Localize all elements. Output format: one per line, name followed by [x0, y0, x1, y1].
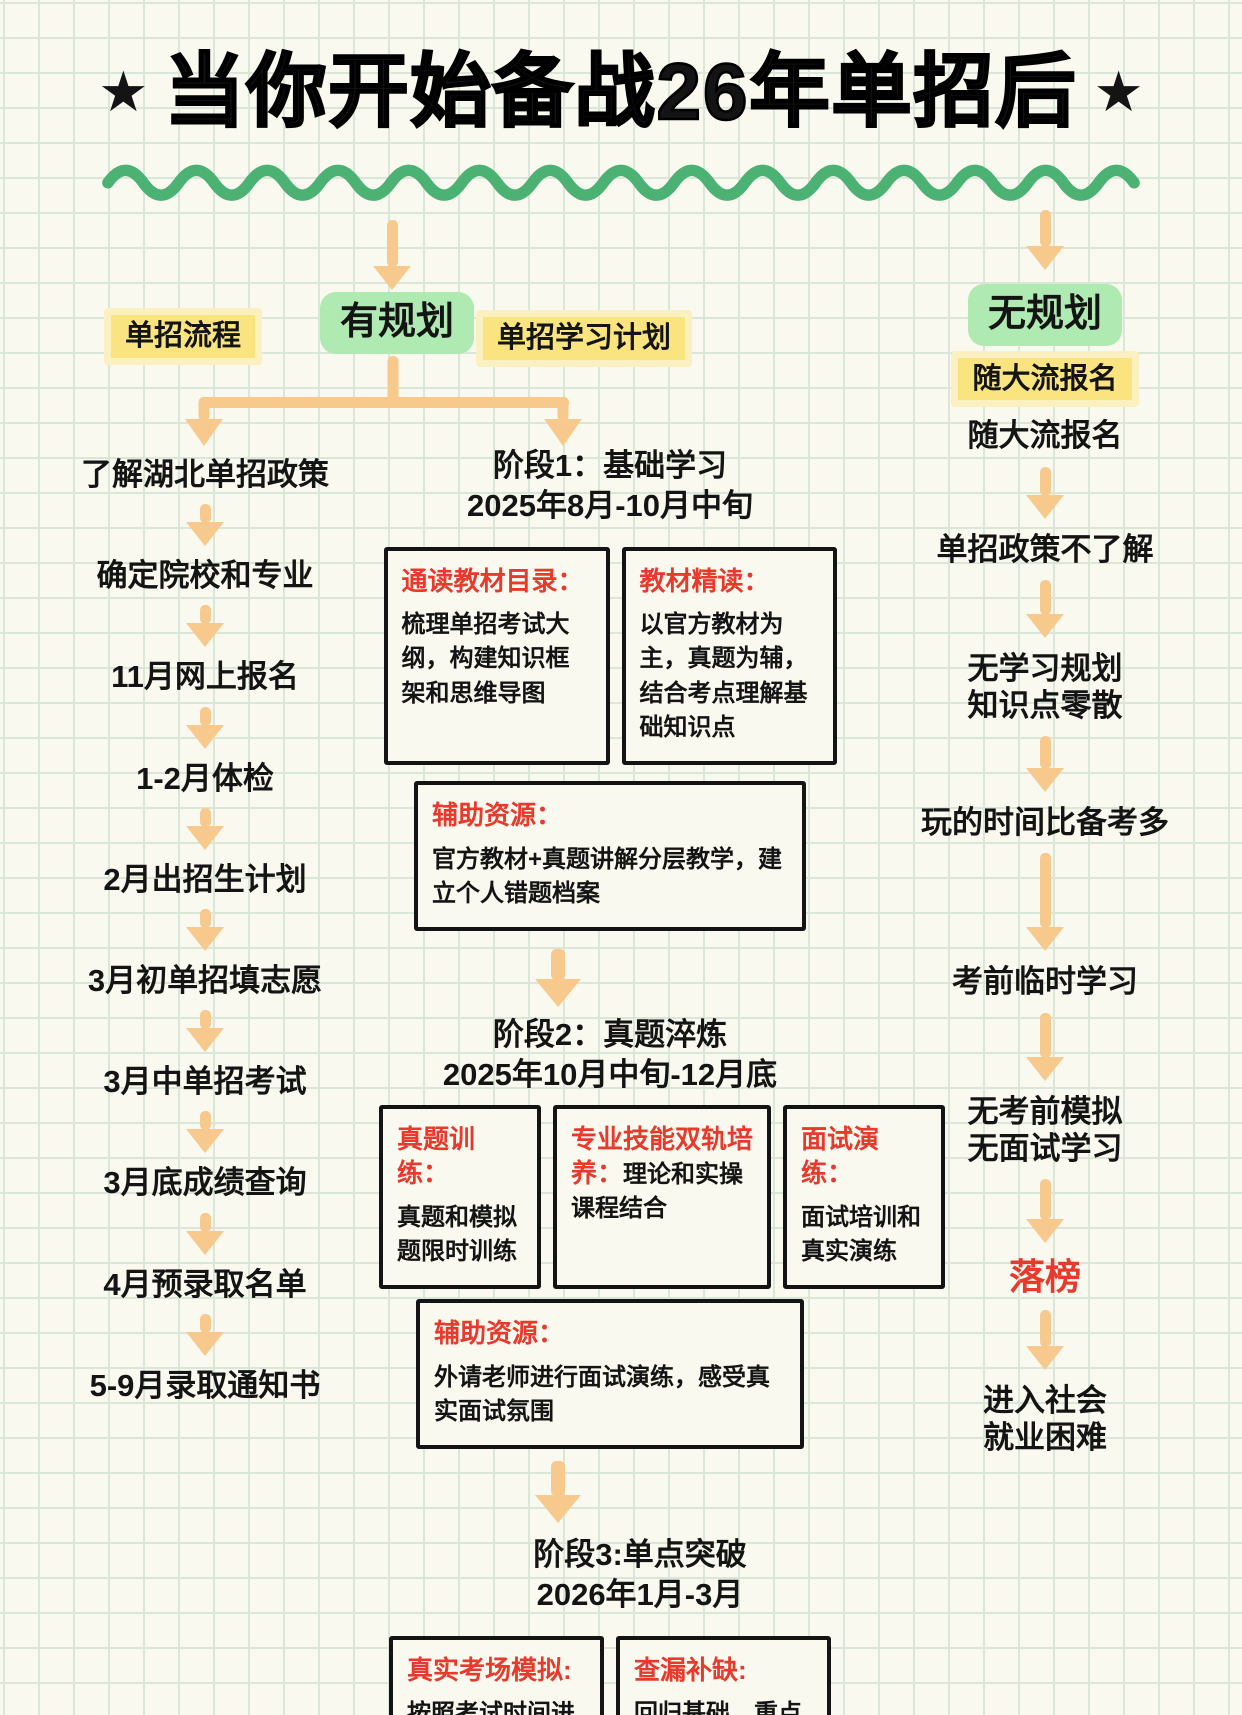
box-heading: 查漏补缺: [634, 1654, 747, 1685]
step-line: 无面试学习 [967, 1130, 1123, 1166]
box-body: 官方教材+真题讲解分层教学，建立个人错题档案 [432, 845, 783, 907]
process-step: 1-2月体检 [136, 760, 274, 796]
box-heading: 真题训练： [397, 1124, 476, 1189]
box-heading: 真实考场模拟: [407, 1654, 572, 1685]
flow-arrow-down-icon [1026, 1310, 1064, 1371]
flow-arrow-down-icon [1026, 736, 1064, 793]
box-heading: 专业技能双轨培养： [571, 1124, 754, 1189]
flow-arrow-down-icon [186, 504, 224, 547]
star-icon: ★ [1093, 60, 1144, 123]
process-step: 3月初单招填志愿 [87, 962, 323, 998]
process-step: 3月底成绩查询 [103, 1165, 307, 1201]
process-column: 了解湖北单招政策 确定院校和专业 11月网上报名 1-2月体检 2月出招生计划 … [30, 452, 380, 1408]
wavy-underline [102, 164, 1140, 201]
info-box: 真题训练： 真题和模拟题限时训练 [379, 1105, 541, 1289]
flow-arrow-down-icon [186, 605, 224, 648]
step-line: 无学习规划 [967, 650, 1123, 686]
flow-arrow-down-icon [1026, 210, 1064, 270]
process-step: 确定院校和专业 [96, 558, 314, 594]
flow-arrow-down-icon [373, 220, 411, 290]
info-box: 面试演练： 面试培训和真实演练 [783, 1105, 945, 1289]
box-heading: 教材精读： [639, 565, 770, 596]
aux-resource-box: 辅助资源： 外请老师进行面试演练，感受真实面试氛围 [416, 1299, 804, 1449]
box-body: 以官方教材为主，真题为辅，结合考点理解基础知识点 [639, 611, 808, 741]
box-heading: 辅助资源： [434, 1318, 565, 1348]
flow-arrow-down-icon [186, 1313, 224, 1356]
info-box: 真实考场模拟: 按照考试时间进行模拟测试，调整答题速度和心态 [389, 1635, 604, 1715]
flow-arrow-down-icon [186, 908, 224, 951]
split-connector [185, 356, 582, 446]
step-line: 无考前模拟 [967, 1093, 1123, 1129]
process-step: 5-9月录取通知书 [89, 1367, 321, 1403]
branch-unplanned-bubble: 无规划 [967, 284, 1122, 346]
box-heading: 面试演练： [801, 1124, 880, 1189]
flow-arrow-down-icon [186, 1212, 224, 1255]
branch-planned-bubble: 有规划 [320, 292, 475, 354]
box-body: 按照考试时间进行模拟测试，调整答题速度和心态 [407, 1700, 575, 1715]
flow-arrow-down-icon [1026, 466, 1064, 519]
process-step: 11月网上报名 [111, 659, 299, 695]
stage-title: 阶段2：真题淬炼 [492, 1016, 728, 1052]
info-box: 通读教材目录： 梳理单招考试大纲，构建知识框架和思维导图 [383, 546, 610, 765]
unplanned-step: 玩的时间比备考多 [921, 805, 1169, 841]
star-icon: ★ [98, 60, 149, 123]
stage-period: 2025年10月中旬-12月底 [442, 1056, 778, 1092]
flow-arrow-down-icon [535, 1460, 581, 1523]
flow-arrow-down-icon [1026, 1178, 1064, 1243]
box-heading: 通读教材目录： [401, 565, 584, 596]
info-box: 专业技能双轨培养：理论和实操课程结合 [553, 1105, 771, 1289]
flow-arrow-down-icon [186, 807, 224, 850]
box-body: 真题和模拟题限时训练 [397, 1203, 517, 1265]
box-heading: 辅助资源： [432, 799, 563, 830]
failure-step: 落榜 [1008, 1255, 1081, 1297]
unplanned-step: 单招政策不了解 [936, 531, 1154, 567]
tag-process: 单招流程 [104, 308, 263, 365]
box-body: 面试培训和真实演练 [801, 1203, 921, 1265]
step-line: 知识点零散 [967, 687, 1123, 723]
stage-period: 2025年8月-10月中旬 [466, 488, 753, 524]
info-box: 教材精读： 以官方教材为主，真题为辅，结合考点理解基础知识点 [621, 546, 837, 765]
study-plan-column: 阶段1：基础学习 2025年8月-10月中旬 通读教材目录： 梳理单招考试大纲，… [300, 446, 945, 1715]
box-body: 理论和实操课程结合 [571, 1161, 744, 1223]
info-box: 查漏补缺: 回归基础，重点复习易错和高频知识点，避免盲目刷题 [616, 1635, 831, 1715]
stage-2-header: 阶段2：真题淬炼 2025年10月中旬-12月底 [443, 1015, 777, 1096]
stage-title: 阶段3:单点突破 [533, 1536, 747, 1572]
flow-arrow-down-icon [186, 1010, 224, 1053]
unplanned-step: 随大流报名 [967, 418, 1123, 454]
flow-arrow-down-icon [1026, 1012, 1064, 1081]
page-title-text: 当你开始备战26年单招后 [163, 46, 1078, 137]
box-body: 外请老师进行面试演练，感受真实面试氛围 [434, 1363, 770, 1425]
unplanned-step: 无学习规划 知识点零散 [968, 650, 1123, 724]
tag-study-plan: 单招学习计划 [476, 310, 693, 367]
flow-arrow-down-icon [535, 948, 581, 1007]
unplanned-column: 无规划 随大流报名 随大流报名 单招政策不了解 无学习规划 知识点零散 玩的时间… [875, 202, 1215, 1460]
process-step: 4月预录取名单 [103, 1266, 307, 1302]
unplanned-step: 进入社会 就业困难 [983, 1382, 1107, 1456]
flow-arrow-down-icon [1026, 853, 1064, 952]
box-body: 回归基础，重点复习易错和高频知识点，避免盲目刷题 [634, 1700, 802, 1715]
stage-3-header: 阶段3:单点突破 2026年1月-3月 [533, 1535, 747, 1616]
step-line: 进入社会 [983, 1383, 1107, 1419]
stage-1-header: 阶段1：基础学习 2025年8月-10月中旬 [467, 446, 753, 527]
tag-follow-crowd: 随大流报名 [951, 350, 1139, 408]
page-title: ★ 当你开始备战26年单招后 ★ [0, 46, 1242, 137]
stage-2-boxes: 真题训练： 真题和模拟题限时训练 专业技能双轨培养：理论和实操课程结合 面试演练… [379, 1105, 945, 1289]
process-step: 3月中单招考试 [103, 1064, 307, 1100]
stage-title: 阶段1：基础学习 [492, 448, 728, 483]
box-body: 梳理单招考试大纲，构建知识框架和思维导图 [401, 611, 570, 707]
flow-arrow-down-icon [186, 706, 224, 749]
flow-arrow-down-icon [1026, 579, 1064, 638]
stage-period: 2026年1月-3月 [536, 1577, 744, 1613]
stage-3-boxes: 真实考场模拟: 按照考试时间进行模拟测试，调整答题速度和心态 查漏补缺: 回归基… [389, 1635, 831, 1715]
unplanned-step: 无考前模拟 无面试学习 [968, 1093, 1123, 1167]
aux-resource-box: 辅助资源： 官方教材+真题讲解分层教学，建立个人错题档案 [414, 780, 806, 931]
step-line: 就业困难 [983, 1420, 1107, 1456]
process-step: 2月出招生计划 [103, 861, 307, 897]
process-step: 了解湖北单招政策 [81, 457, 329, 492]
stage-1-boxes: 通读教材目录： 梳理单招考试大纲，构建知识框架和思维导图 教材精读： 以官方教材… [383, 546, 837, 765]
unplanned-step: 考前临时学习 [952, 964, 1138, 1000]
flow-arrow-down-icon [186, 1111, 224, 1154]
